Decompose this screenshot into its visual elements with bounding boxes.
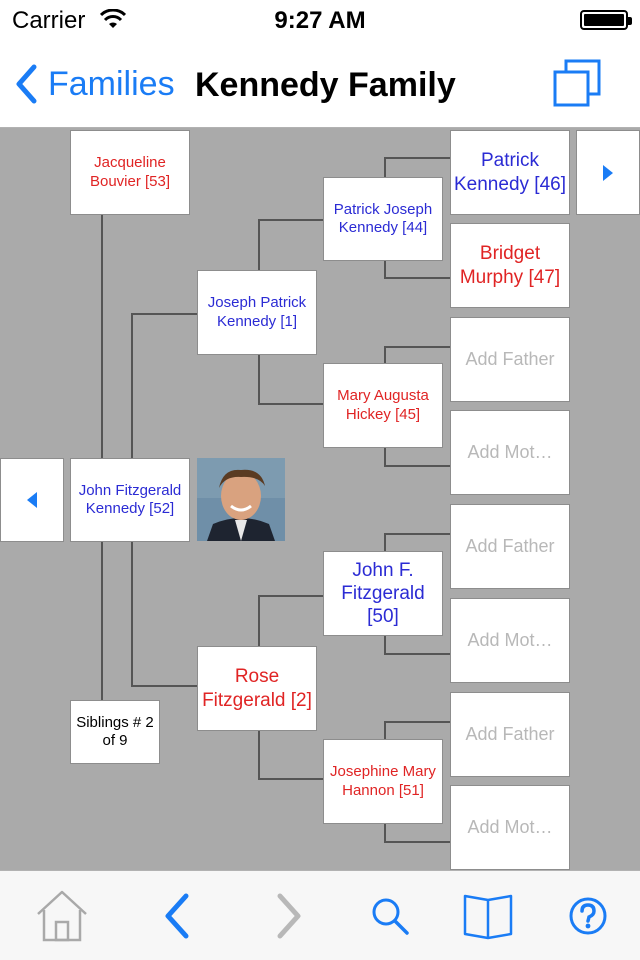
forward-nav-button[interactable]: [250, 871, 330, 960]
status-time: 9:27 AM: [274, 7, 366, 34]
add-father-button-2[interactable]: Add Father: [450, 504, 570, 589]
tree-connector-lines: [101, 157, 450, 843]
add-mother-label: Add Mot…: [467, 816, 553, 837]
carrier-label: Carrier: [12, 7, 86, 34]
add-father-button-1[interactable]: Add Father: [450, 317, 570, 402]
navigation-bar: Families Kennedy Family: [0, 40, 640, 128]
add-mother-label: Add Mot…: [467, 629, 553, 650]
add-father-button-3[interactable]: Add Father: [450, 692, 570, 777]
help-button[interactable]: [548, 871, 628, 960]
add-mother-button-2[interactable]: Add Mot…: [450, 598, 570, 683]
add-mother-button-3[interactable]: Add Mot…: [450, 785, 570, 870]
add-father-label: Add Father: [465, 723, 555, 744]
great-grandfather-name-1: Patrick Kennedy [46]: [454, 150, 566, 195]
maternal-grandmother-card[interactable]: Josephine Mary Hannon [51]: [323, 739, 443, 824]
book-button[interactable]: [448, 871, 528, 960]
chevron-left-icon: [16, 64, 37, 104]
spouse-card[interactable]: Jacqueline Bouvier [53]: [70, 130, 190, 215]
toolbar: [0, 870, 640, 960]
search-button[interactable]: [350, 871, 430, 960]
back-button-label: Families: [48, 64, 175, 103]
help-icon: [569, 897, 607, 935]
great-grandmother-name-1: Bridget Murphy [47]: [459, 243, 561, 288]
next-generation-button[interactable]: [576, 130, 640, 215]
root-person-card[interactable]: John Fitzgerald Kennedy [52]: [70, 458, 190, 542]
search-icon: [372, 898, 409, 935]
previous-generation-button[interactable]: [0, 458, 64, 542]
maternal-grandmother-name: Josephine Mary Hannon [51]: [330, 763, 436, 799]
home-icon: [37, 890, 87, 942]
home-button[interactable]: [22, 871, 102, 960]
family-tree[interactable]: Jacqueline Bouvier [53] John Fitzgerald …: [0, 128, 640, 870]
chevron-left-icon: [165, 893, 189, 939]
back-nav-button[interactable]: [136, 871, 216, 960]
battery-icon: [580, 10, 632, 30]
portrait-image: [197, 458, 285, 541]
root-person-photo[interactable]: [197, 458, 285, 541]
book-icon: [463, 894, 513, 940]
copy-icon[interactable]: [552, 58, 604, 110]
paternal-grandfather-name: Patrick Joseph Kennedy [44]: [333, 200, 433, 236]
back-button[interactable]: Families: [14, 62, 175, 106]
paternal-grandmother-card[interactable]: Mary Augusta Hickey [45]: [323, 363, 443, 448]
root-person-name: John Fitzgerald Kennedy [52]: [78, 481, 182, 517]
add-mother-label: Add Mot…: [467, 441, 553, 462]
add-father-label: Add Father: [465, 348, 555, 369]
maternal-grandfather-card[interactable]: John F. Fitzgerald [50]: [323, 551, 443, 636]
add-father-label: Add Father: [465, 535, 555, 556]
siblings-label: Siblings # 2 of 9: [76, 713, 154, 749]
siblings-card[interactable]: Siblings # 2 of 9: [70, 700, 160, 764]
mother-name: Rose Fitzgerald [2]: [202, 666, 312, 711]
paternal-grandmother-name: Mary Augusta Hickey [45]: [337, 387, 429, 423]
mother-card[interactable]: Rose Fitzgerald [2]: [197, 646, 317, 731]
triangle-left-icon: [27, 492, 37, 508]
add-mother-button-1[interactable]: Add Mot…: [450, 410, 570, 495]
father-card[interactable]: Joseph Patrick Kennedy [1]: [197, 270, 317, 355]
father-name: Joseph Patrick Kennedy [1]: [207, 294, 307, 330]
wifi-icon: [100, 9, 126, 28]
status-bar: Carrier 9:27 AM: [0, 0, 640, 40]
great-grandmother-card-1[interactable]: Bridget Murphy [47]: [450, 223, 570, 308]
triangle-right-icon: [603, 164, 613, 181]
great-grandfather-card-1[interactable]: Patrick Kennedy [46]: [450, 130, 570, 215]
page-title: Kennedy Family: [195, 66, 456, 104]
spouse-name: Jacqueline Bouvier [53]: [89, 154, 171, 190]
maternal-grandfather-name: John F. Fitzgerald [50]: [341, 559, 425, 628]
paternal-grandfather-card[interactable]: Patrick Joseph Kennedy [44]: [323, 177, 443, 261]
chevron-right-icon: [277, 893, 301, 939]
